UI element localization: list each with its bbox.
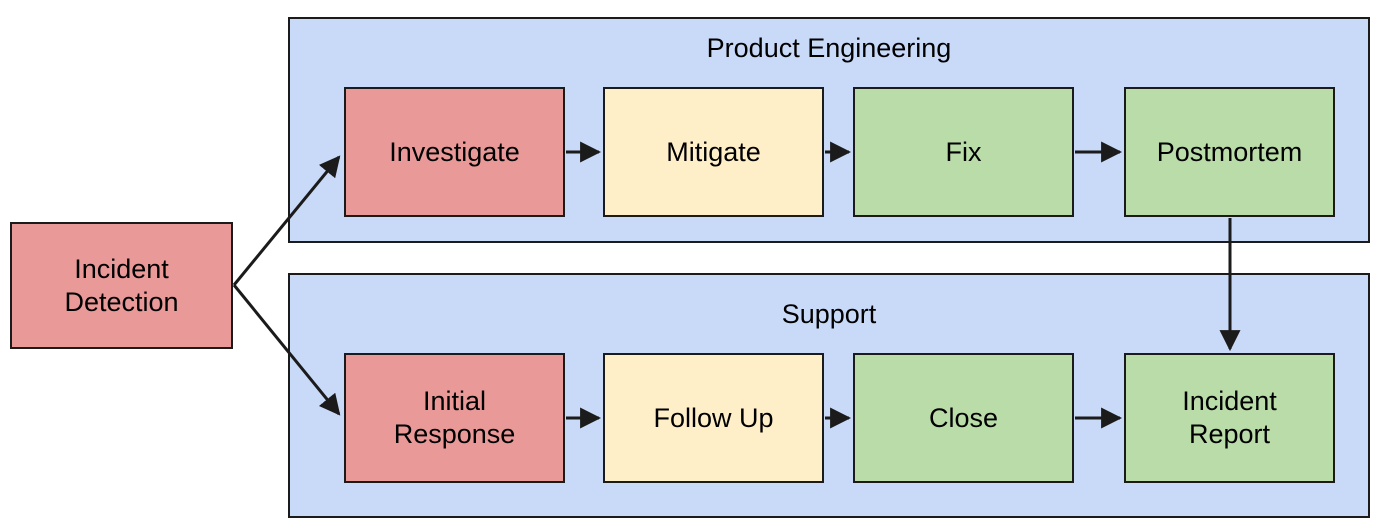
- node-incident-detection[interactable]: Incident Detection: [10, 222, 233, 349]
- node-fix[interactable]: Fix: [853, 87, 1074, 217]
- node-initial-response[interactable]: Initial Response: [344, 353, 565, 483]
- node-follow-up[interactable]: Follow Up: [603, 353, 824, 483]
- node-postmortem[interactable]: Postmortem: [1124, 87, 1335, 217]
- swimlane-title-support: Support: [781, 299, 877, 329]
- swimlane-title-product-engineering: Product Engineering: [706, 33, 952, 63]
- node-incident-report[interactable]: Incident Report: [1124, 353, 1335, 483]
- node-close[interactable]: Close: [853, 353, 1074, 483]
- node-investigate[interactable]: Investigate: [344, 87, 565, 217]
- node-mitigate[interactable]: Mitigate: [603, 87, 824, 217]
